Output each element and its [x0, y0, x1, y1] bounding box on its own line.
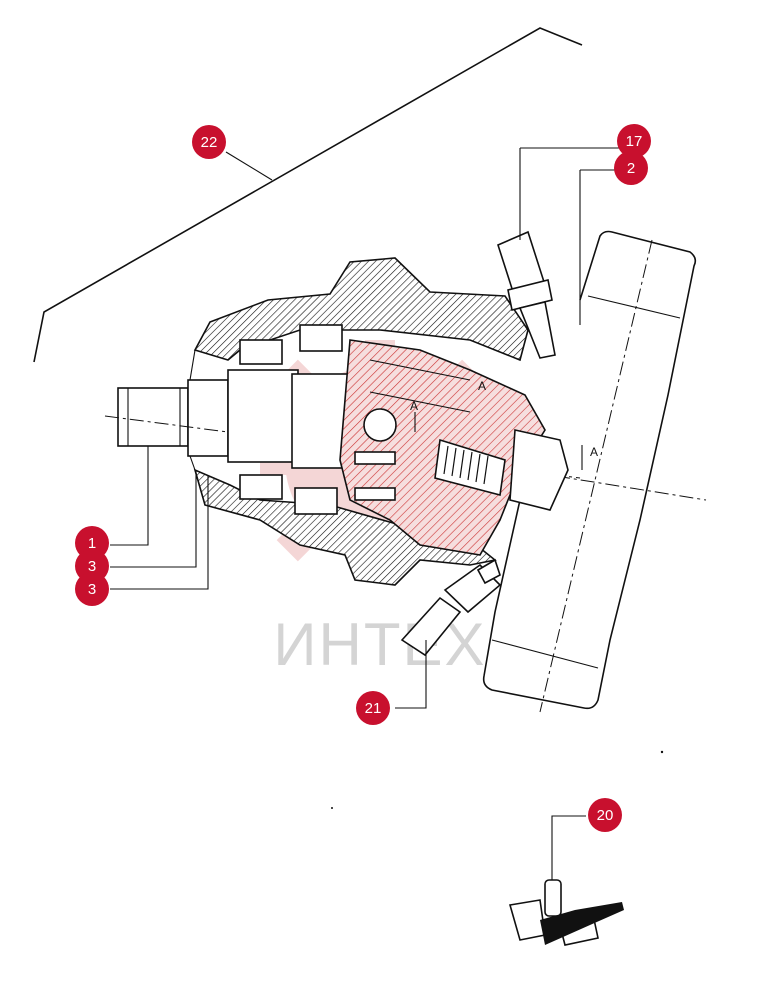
bolt-21: [395, 558, 502, 709]
bearings: [227, 324, 353, 515]
section-mark-a: A: [478, 379, 486, 393]
rotating-group: [339, 339, 569, 556]
section-marks: A A A: [410, 379, 598, 470]
callout-21: 21: [355, 690, 391, 726]
part-20-key: [508, 815, 624, 946]
drive-shaft: [104, 379, 581, 479]
callout-20: 20: [587, 797, 623, 833]
section-mark-a: A: [590, 445, 598, 459]
bolt-17: [497, 147, 620, 359]
callout-22: 22: [191, 124, 227, 160]
callout-2: 2: [613, 150, 649, 186]
section-mark-a: A: [410, 399, 418, 413]
watermark-text: ИНТЕХ: [273, 611, 486, 678]
bracket-line-22: [33, 27, 583, 363]
callout-3: 3: [74, 571, 110, 607]
motor-body: [482, 230, 707, 713]
callout-17: 17: [616, 123, 652, 159]
